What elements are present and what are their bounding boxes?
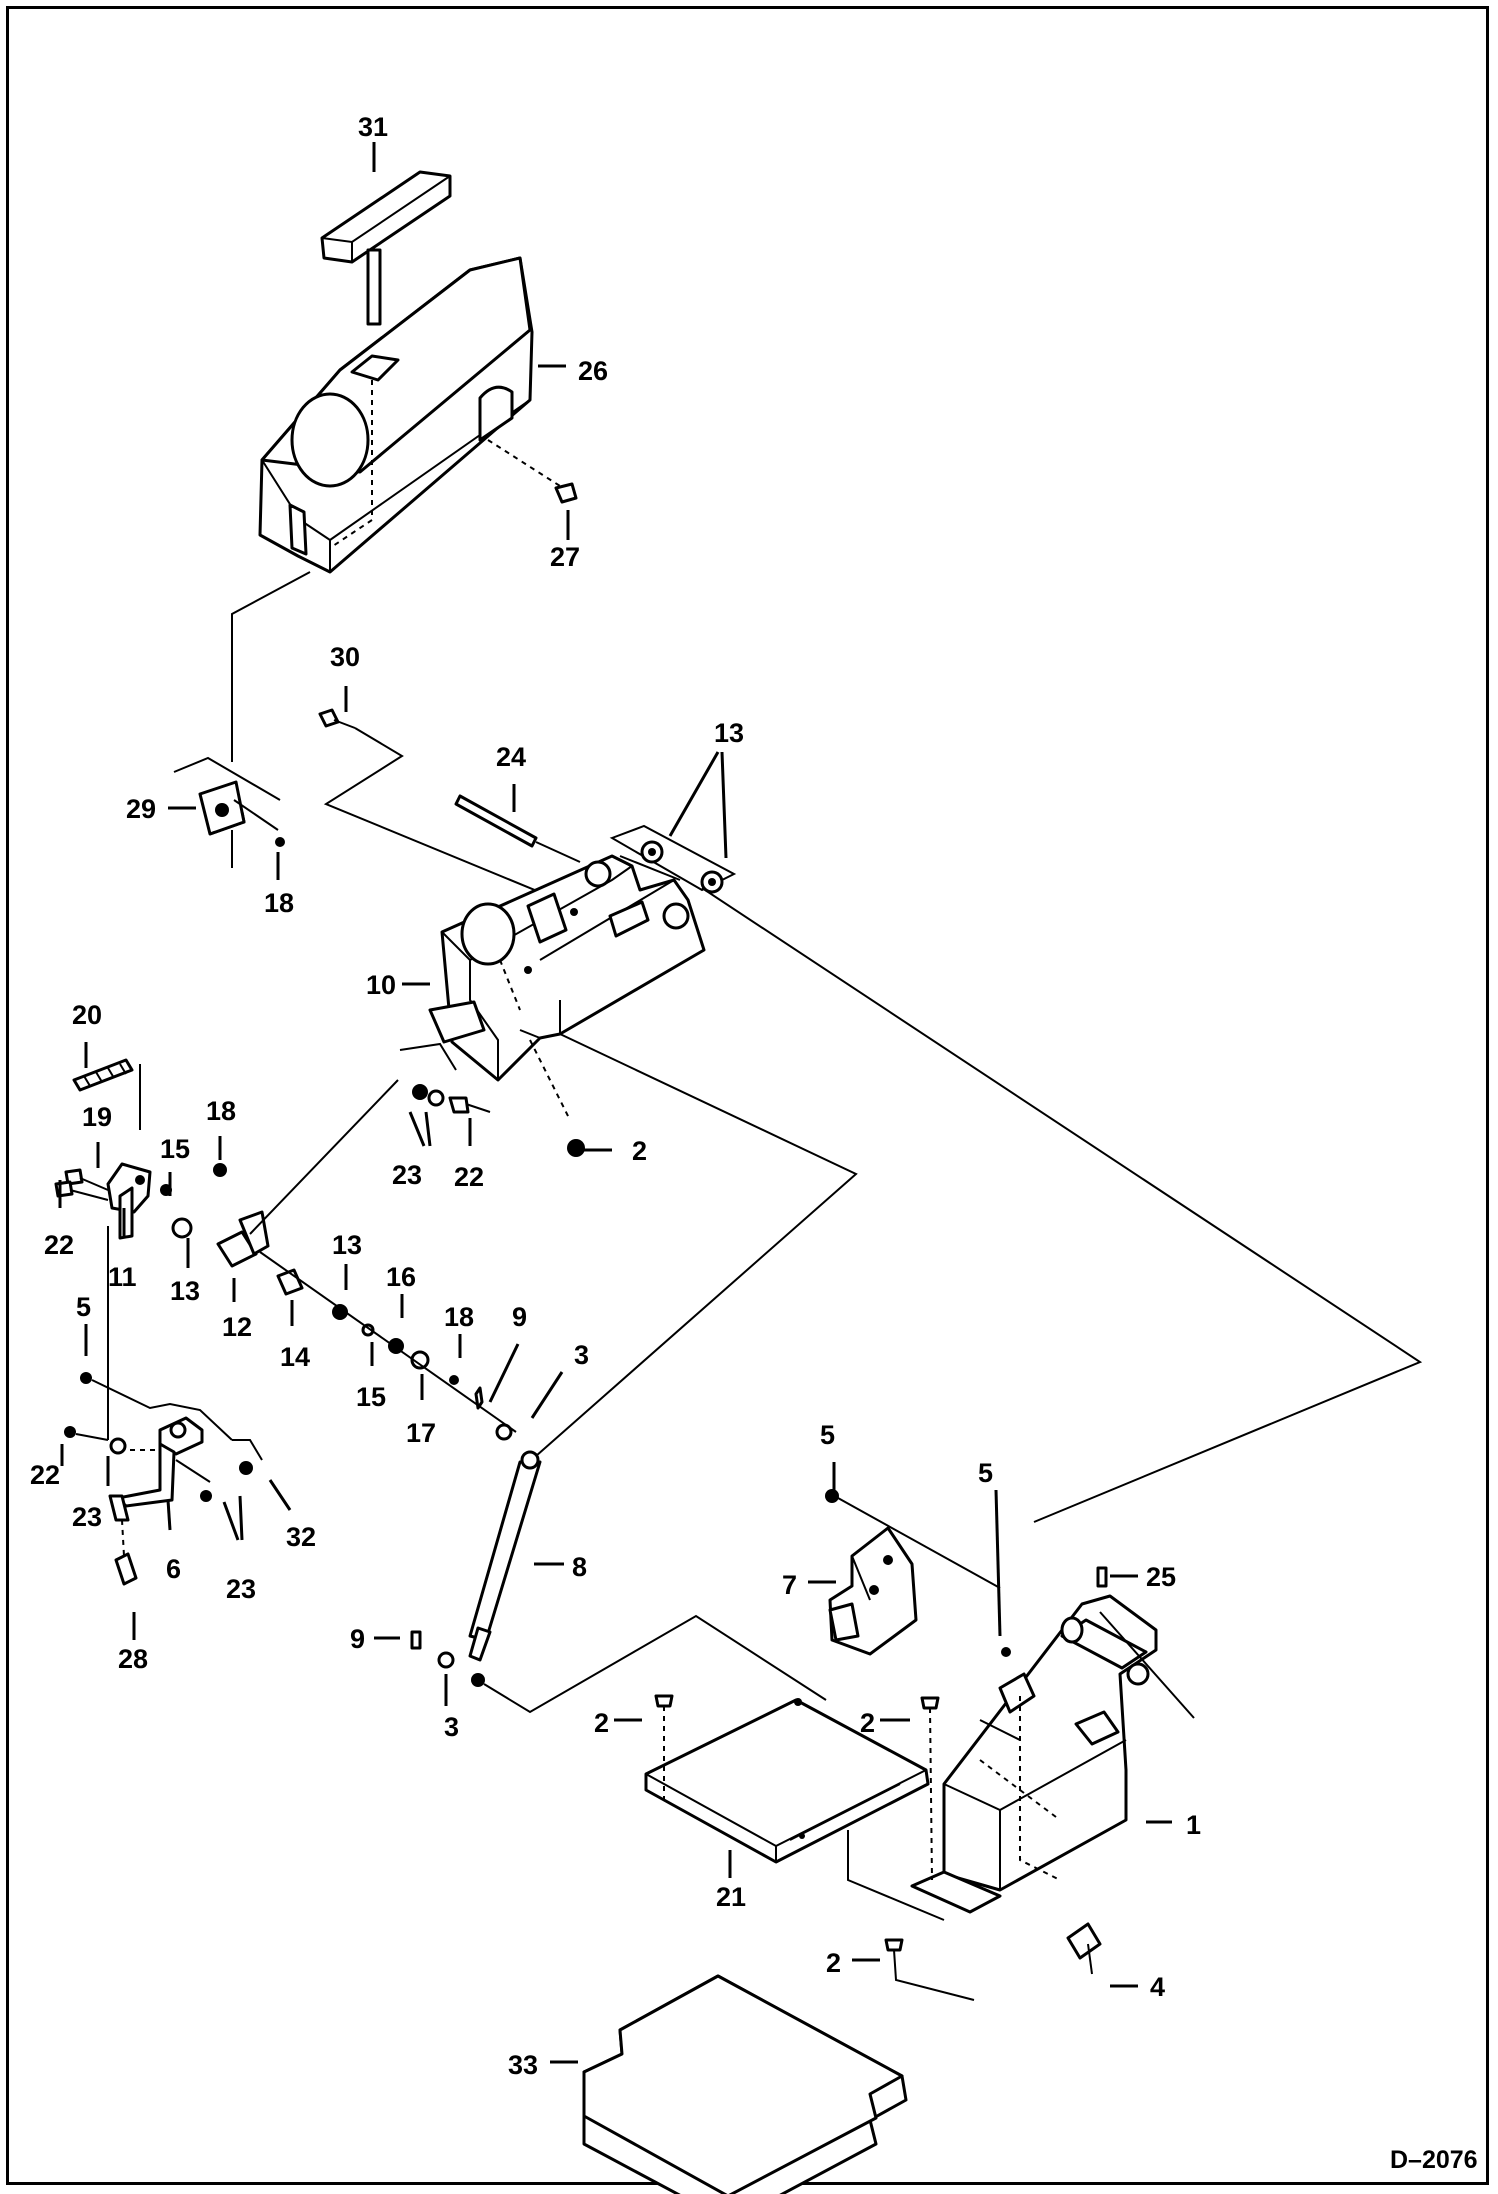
callout-15: 15 [160, 1134, 190, 1164]
callout-23: 23 [392, 1160, 422, 1190]
part-24-pin [454, 794, 581, 863]
callout-2: 2 [594, 1708, 609, 1738]
callout-22: 22 [454, 1162, 484, 1192]
part-31-handle [320, 170, 452, 326]
callout-18: 18 [444, 1302, 474, 1332]
callout-7: 7 [782, 1570, 797, 1600]
callout-33: 33 [508, 2050, 538, 2080]
callout-27: 27 [550, 542, 580, 572]
callout-14: 14 [280, 1342, 310, 1372]
callout-23: 23 [226, 1574, 256, 1604]
part-2-screws [654, 1694, 975, 2001]
part-8-gas-spring [410, 1450, 827, 1714]
callout-6: 6 [166, 1554, 181, 1584]
callout-22: 22 [30, 1460, 60, 1490]
callout-23: 23 [72, 1502, 102, 1532]
leader-lines [58, 142, 1172, 2064]
callout-5: 5 [820, 1420, 835, 1450]
callout-1: 1 [1186, 1810, 1201, 1840]
callout-3: 3 [574, 1340, 589, 1370]
callout-30: 30 [330, 642, 360, 672]
callout-13: 13 [170, 1276, 200, 1306]
parts-shaft-stack [171, 1079, 517, 1441]
callout-31: 31 [358, 112, 388, 142]
callout-10: 10 [366, 970, 396, 1000]
part-26-console-cover [258, 256, 534, 574]
callout-2: 2 [826, 1948, 841, 1978]
part-27-screw [487, 439, 578, 504]
part-13-bushings [609, 824, 737, 894]
callout-26: 26 [578, 356, 608, 386]
part-21-tray [644, 1698, 945, 1921]
callout-2: 2 [860, 1708, 875, 1738]
callout-16: 16 [386, 1262, 416, 1292]
part-20-spring [72, 1058, 141, 1130]
part-30-bolt [318, 708, 657, 941]
callout-13: 13 [332, 1230, 362, 1260]
callout-24: 24 [496, 742, 526, 772]
callout-32: 32 [286, 1522, 316, 1552]
callout-22: 22 [44, 1230, 74, 1260]
part-11-lever [54, 1162, 172, 1440]
drawing-number: D–2076 [1390, 2146, 1478, 2174]
callout-5: 5 [76, 1292, 91, 1322]
part-6-linkage [64, 1372, 263, 1586]
callout-18: 18 [206, 1096, 236, 1126]
callout-20: 20 [72, 1000, 102, 1030]
callout-21: 21 [716, 1882, 746, 1912]
part-33-floor-mat [582, 1974, 908, 2194]
callout-29: 29 [126, 794, 156, 824]
callout-18: 18 [264, 888, 294, 918]
callout-4: 4 [1150, 1972, 1165, 2002]
callout-12: 12 [222, 1312, 252, 1342]
callout-15: 15 [356, 1382, 386, 1412]
callout-2: 2 [632, 1136, 647, 1166]
part-29-bracket [173, 756, 285, 868]
part-7-plate [825, 1489, 1011, 1657]
callout-9: 9 [350, 1624, 365, 1654]
callout-17: 17 [406, 1418, 436, 1448]
callout-25: 25 [1146, 1562, 1176, 1592]
parts-22-23-frame-hardware [399, 1042, 491, 1114]
callout-13: 13 [714, 718, 744, 748]
callout-19: 19 [82, 1102, 112, 1132]
callout-5: 5 [978, 1458, 993, 1488]
callout-9: 9 [512, 1302, 527, 1332]
callout-3: 3 [444, 1712, 459, 1742]
callout-28: 28 [118, 1644, 148, 1674]
part-1-stand [910, 1566, 1195, 1975]
callout-8: 8 [572, 1552, 587, 1582]
callout-labels: 31 26 27 30 24 13 29 18 10 2 20 19 15 18… [30, 112, 1201, 2080]
part-10-lever-frame [428, 854, 706, 1157]
callout-11: 11 [108, 1262, 137, 1292]
